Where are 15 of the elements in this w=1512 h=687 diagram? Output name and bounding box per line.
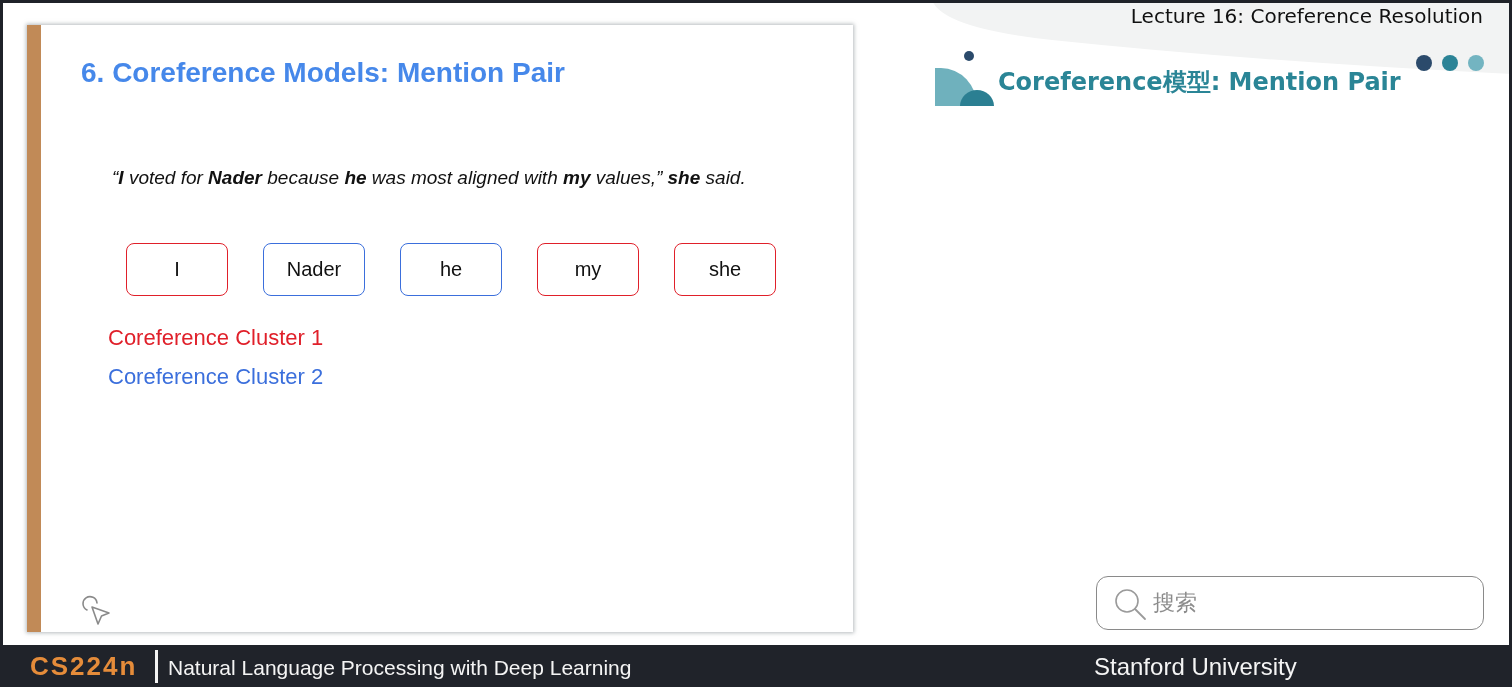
mention-box: he	[400, 243, 502, 296]
mention-box: Nader	[263, 243, 365, 296]
section-heading: Coreference模型: Mention Pair	[998, 69, 1401, 97]
course-title: Natural Language Processing with Deep Learning	[168, 656, 632, 681]
lecture-title: Lecture 16: Coreference Resolution	[1130, 5, 1483, 28]
mention-box: I	[126, 243, 228, 296]
legend-label: Coreference Cluster 1	[108, 325, 324, 351]
mention-box: my	[537, 243, 639, 296]
mention-box: she	[674, 243, 776, 296]
example-sentence: “I voted for Nader because he was most aligned with my values,” she said.	[112, 167, 746, 189]
university-name: Stanford University	[1094, 653, 1297, 681]
slide-title: 6. Coreference Models: Mention Pair	[81, 57, 565, 90]
search-field: 搜索	[1096, 576, 1484, 630]
course-code: CS224n	[30, 652, 138, 682]
legend-label: Coreference Cluster 2	[108, 364, 324, 390]
